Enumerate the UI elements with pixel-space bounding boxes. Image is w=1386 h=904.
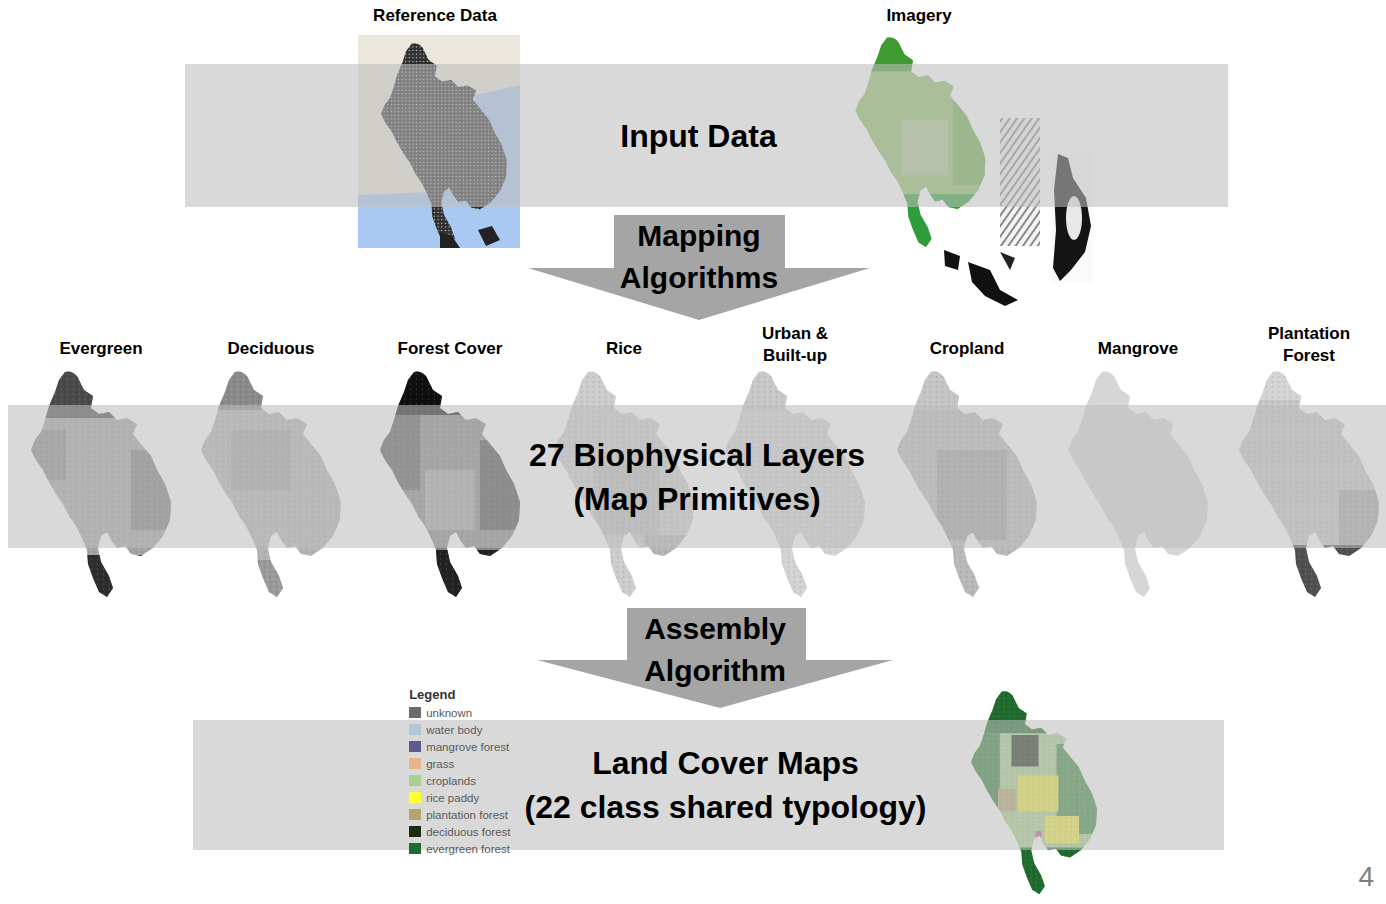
legend-swatch [409, 792, 421, 803]
band-node: 27 Biophysical Layers(Map Primitives) [8, 405, 1386, 548]
legend-text: unknown [426, 707, 472, 719]
label-box: Cropland [887, 338, 1047, 360]
arrow-fill [537, 608, 893, 708]
deciduous-layer-map-part-part [191, 370, 341, 410]
legend-swatch [409, 775, 421, 786]
band-title: (Map Primitives) [573, 477, 820, 521]
arrow-fill [528, 215, 870, 320]
map-label: Urban & Built-up [745, 323, 845, 367]
label-box: Deciduous [191, 338, 351, 360]
legend-text: water body [426, 724, 482, 736]
legend-swatch [409, 707, 421, 718]
urban-layer-map-part [715, 370, 865, 410]
legend-text: evergreen forest [426, 843, 510, 855]
label-box: Forest Cover [370, 338, 530, 360]
band-text-box: Land Cover Maps(22 class shared typology… [210, 720, 1241, 850]
map-label: Plantation Forest [1259, 323, 1359, 367]
legend: Legend unknown water body mangrove forest gr… [409, 686, 510, 857]
map-label: Imagery [809, 5, 1029, 27]
label-box: Imagery [809, 5, 1029, 27]
map-label: Forest Cover [370, 338, 530, 360]
legend-row: water body [409, 721, 510, 738]
legend-title: Legend [409, 686, 510, 704]
imagery-map-part [1000, 252, 1015, 270]
legend-row: evergreen forest [409, 840, 510, 857]
legend-row: croplands [409, 772, 510, 789]
arrow-text-box: Mapping Algorithms [528, 215, 870, 299]
legend-row: mangrove forest [409, 738, 510, 755]
band-title: (22 class shared typology) [525, 785, 927, 829]
map-label: Evergreen [21, 338, 181, 360]
arrow-label: Assembly Algorithm [625, 608, 805, 692]
band-title: Land Cover Maps [592, 741, 859, 785]
band-text-box: 27 Biophysical Layers(Map Primitives) [8, 405, 1386, 548]
map-label: Rice [544, 338, 704, 360]
legend-text: deciduous forest [426, 826, 510, 838]
label-box: Rice [544, 338, 704, 360]
legend-row: grass [409, 755, 510, 772]
legend-swatch [409, 724, 421, 735]
legend-row: rice paddy [409, 789, 510, 806]
legend-text: mangrove forest [426, 741, 509, 753]
band-title: 27 Biophysical Layers [529, 433, 865, 477]
legend-text: croplands [426, 775, 476, 787]
band-text-box: Input Data [177, 64, 1220, 207]
map-label: Cropland [887, 338, 1047, 360]
map-label: Mangrove [1058, 338, 1218, 360]
label-box: Mangrove [1058, 338, 1218, 360]
arrow-text-box: Assembly Algorithm [537, 608, 893, 692]
map-label: Reference Data [325, 5, 545, 27]
legend-text: plantation forest [426, 809, 508, 821]
label-box: Reference Data [325, 5, 545, 27]
legend-swatch [409, 826, 421, 837]
legend-swatch [409, 758, 421, 769]
legend-text: grass [426, 758, 454, 770]
arrow-node: Assembly Algorithm [537, 608, 893, 708]
band-node: Land Cover Maps(22 class shared typology… [193, 720, 1224, 850]
label-box: Urban & Built-up [745, 323, 845, 367]
reference-data-map-part [478, 226, 500, 246]
imagery-map-part [944, 250, 960, 270]
cropland-layer-map-part-part [887, 370, 1037, 410]
label-box: Plantation Forest [1259, 323, 1359, 367]
legend-swatch [409, 843, 421, 854]
band-node: Input Data [185, 64, 1228, 207]
arrow-node: Mapping Algorithms [528, 215, 870, 320]
legend-text: rice paddy [426, 792, 479, 804]
legend-row: deciduous forest [409, 823, 510, 840]
legend-swatch [409, 741, 421, 752]
legend-swatch [409, 809, 421, 820]
page-number: 4 [1334, 860, 1374, 894]
arrow-label: Mapping Algorithms [609, 215, 789, 299]
reference-data-map-part [440, 232, 460, 248]
urban-layer-map-part-part [715, 370, 865, 410]
plantation-layer-map-part-part [1229, 370, 1379, 400]
map-label: Deciduous [191, 338, 351, 360]
label-box: Evergreen [21, 338, 181, 360]
legend-row: unknown [409, 704, 510, 721]
label-box: 4 [1334, 860, 1374, 894]
legend-row: plantation forest [409, 806, 510, 823]
band-title: Input Data [620, 114, 776, 158]
